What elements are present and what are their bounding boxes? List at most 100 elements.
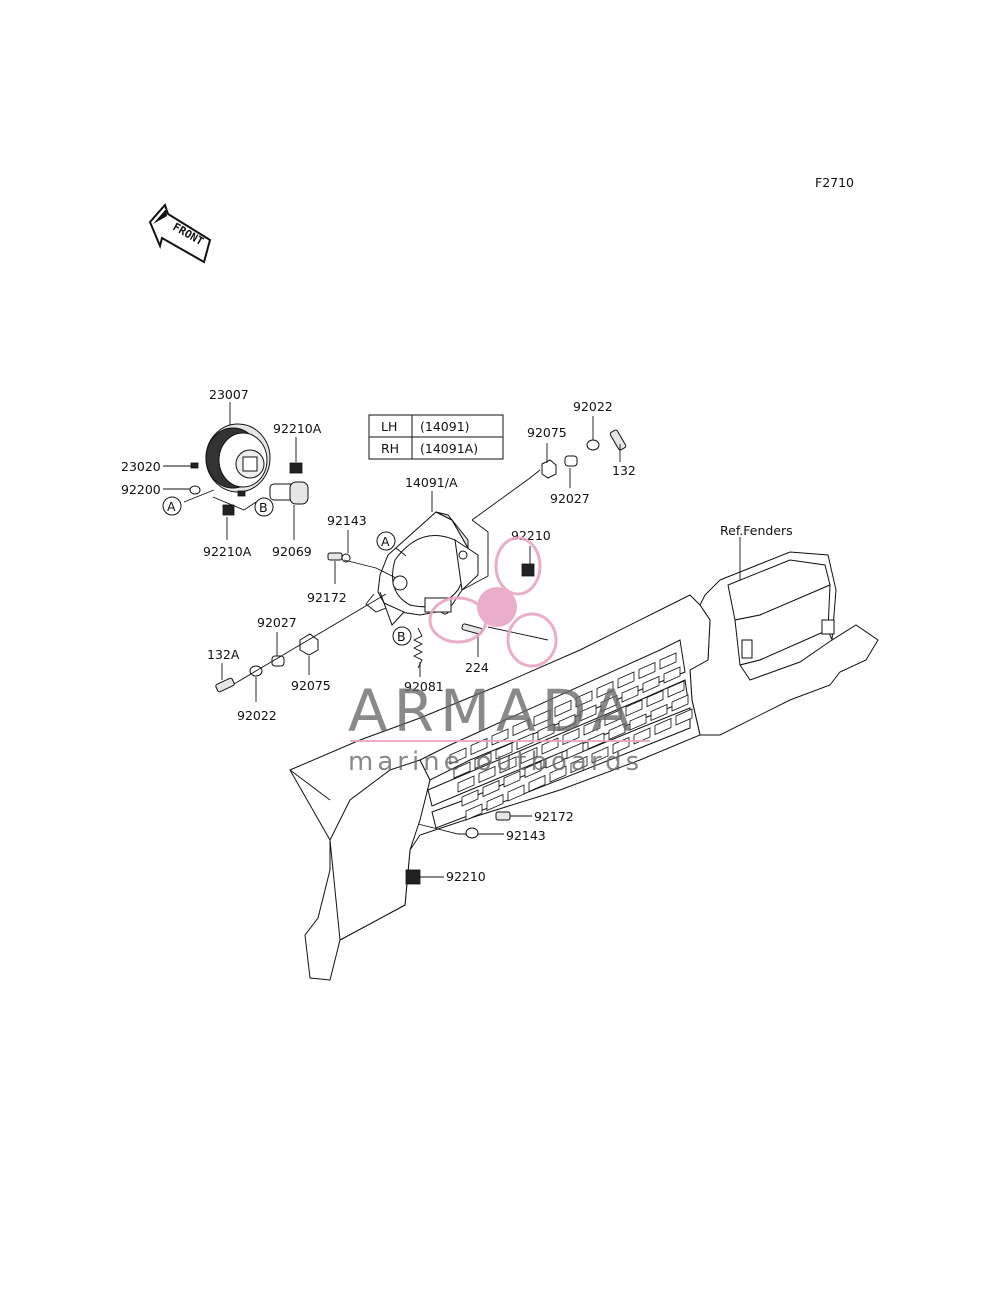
grille-slat	[537, 723, 555, 741]
grille-slat	[520, 746, 538, 765]
spring-92081	[412, 627, 424, 669]
label-23007: 23007	[209, 387, 249, 402]
grille-slat	[621, 685, 639, 703]
grille-slat	[453, 761, 471, 779]
grille-slat	[503, 770, 521, 788]
label-92210A-bottom: 92210A	[203, 544, 252, 559]
headlight-leader-lines	[163, 402, 297, 540]
grille-slat	[554, 699, 572, 718]
grille-slat	[667, 680, 685, 698]
label-92081: 92081	[404, 679, 444, 694]
watermark-tagline: marine outboards	[348, 747, 643, 777]
center-leader-lines	[221, 416, 621, 702]
grille-slat	[638, 661, 656, 680]
grille-slat	[591, 746, 609, 764]
left-fastener-group	[215, 552, 351, 693]
label-92210A-top: 92210A	[273, 421, 322, 436]
grille-slat	[482, 779, 500, 798]
grille-slat	[512, 718, 530, 737]
grille-panel	[289, 594, 711, 981]
label-14091A: 14091/A	[405, 475, 458, 490]
grille-slat	[659, 652, 677, 670]
label-92172-top: 92172	[307, 590, 347, 605]
clip-92210-mid	[521, 563, 535, 577]
grille-slat	[507, 784, 525, 802]
grille-slat	[617, 671, 635, 689]
grille-slat	[646, 689, 664, 708]
headlight-housing-bracket	[377, 511, 479, 626]
grille-slat	[545, 751, 563, 769]
label-92210-mid: 92210	[511, 528, 551, 543]
figure-code: F2710	[815, 175, 854, 190]
clip-92210A-bottom	[222, 504, 235, 516]
headlight-assembly	[189, 423, 309, 516]
table-part-rh: (14091A)	[420, 441, 478, 456]
grille-slat	[625, 699, 643, 717]
grille-slat	[478, 765, 496, 784]
grille-slat	[524, 760, 542, 779]
label-92027-top: 92027	[550, 491, 590, 506]
label-92022-left: 92022	[237, 708, 277, 723]
grille-slat	[528, 774, 546, 793]
grille-slat	[499, 756, 517, 774]
label-ref-fenders: Ref.Fenders	[720, 523, 793, 538]
grille-slat	[570, 755, 588, 774]
label-92200: 92200	[121, 482, 161, 497]
table-side-lh: LH	[381, 419, 397, 434]
grille-slats	[449, 652, 693, 821]
label-224: 224	[465, 660, 489, 675]
grille-slat	[465, 803, 483, 821]
label-92143-bottom: 92143	[506, 828, 546, 843]
propeller-logo-icon	[428, 536, 558, 668]
grille-slat	[650, 703, 668, 722]
grille-slat	[566, 741, 584, 760]
clip-92210A-top	[289, 462, 303, 474]
grille-slat	[675, 708, 693, 726]
grille-slat	[575, 690, 593, 708]
grille-slat	[604, 708, 622, 727]
label-132: 132	[612, 463, 636, 478]
fender-bracket	[689, 551, 879, 736]
grille-slat	[671, 694, 689, 712]
grille-slat	[654, 717, 672, 736]
grille-slat	[558, 713, 576, 732]
front-arrow-icon: FRONT	[148, 203, 212, 264]
grille-slat	[449, 747, 467, 765]
grille-slat	[474, 751, 492, 770]
grille-slat	[608, 722, 626, 741]
grille-slat	[457, 775, 475, 793]
grille-slat	[600, 694, 618, 713]
grille-slat	[549, 765, 567, 783]
table-part-lh: (14091)	[420, 419, 470, 434]
table-side-rh: RH	[381, 441, 399, 456]
label-92075-top: 92075	[527, 425, 567, 440]
side-table: LH (14091) RH (14091A)	[368, 414, 504, 460]
label-92022-top: 92022	[573, 399, 613, 414]
grille-slat	[533, 709, 551, 727]
callout-b-right: B	[397, 629, 406, 644]
watermark: ARMADA marine outboards	[348, 536, 650, 777]
label-92075-left: 92075	[291, 678, 331, 693]
grille-slat	[642, 675, 660, 694]
grille-slat	[461, 789, 479, 807]
grille-slat	[583, 718, 601, 736]
callout-a-right: A	[381, 534, 390, 549]
grille-slat	[495, 742, 513, 760]
label-92210-bottom: 92210	[446, 869, 486, 884]
label-92172-bottom: 92172	[534, 809, 574, 824]
callout-b-left: B	[259, 500, 268, 515]
grille-slat	[663, 666, 681, 684]
label-132A: 132A	[207, 647, 240, 662]
grille-slat	[579, 704, 597, 722]
grille-slat	[596, 680, 614, 699]
label-92143-top: 92143	[327, 513, 367, 528]
top-fastener-group	[541, 429, 627, 479]
grille-slat	[629, 713, 647, 731]
label-92027-left: 92027	[257, 615, 297, 630]
label-92069: 92069	[272, 544, 312, 559]
callout-a-left: A	[167, 499, 176, 514]
grille-slat	[486, 793, 504, 812]
watermark-brand: ARMADA	[348, 677, 637, 745]
bottom-fasteners	[289, 769, 532, 885]
